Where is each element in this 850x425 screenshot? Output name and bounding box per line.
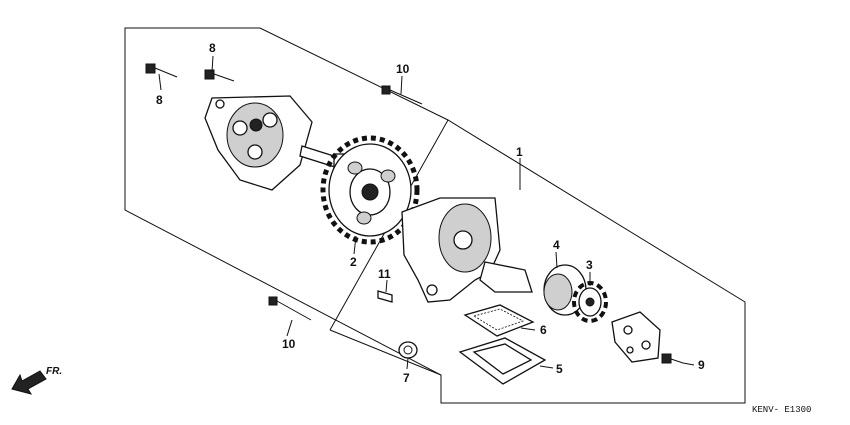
callout-bolt-10-top: 10 <box>396 62 410 76</box>
front-direction-indicator: FR. <box>11 366 62 395</box>
assembly-boundary-outline <box>124 27 746 404</box>
front-direction-label: FR. <box>46 366 62 377</box>
rotor-cover-plate <box>611 311 661 363</box>
pump-cover <box>204 95 313 191</box>
callout-bolt-8-left: 8 <box>156 93 163 107</box>
callout-bolt-10-bottom: 10 <box>282 337 296 351</box>
driven-gear <box>320 135 420 245</box>
callout-outer-rotor: 4 <box>553 238 560 252</box>
sealing-washer <box>398 341 418 359</box>
callout-bolt-8-right: 8 <box>209 41 216 55</box>
callout-pump-assembly: 1 <box>516 145 523 159</box>
callout-driven-gear: 2 <box>350 255 357 269</box>
front-arrow-icon <box>11 370 47 395</box>
drawing-code: KENV- E1300 <box>752 405 811 415</box>
callout-dowel-pin: 11 <box>378 267 391 281</box>
leader-lines <box>158 55 695 370</box>
callout-sealing-washer: 7 <box>403 371 410 385</box>
callout-oil-strainer: 6 <box>540 323 547 337</box>
bolt-8-right <box>204 69 235 82</box>
dowel-pin <box>377 290 393 303</box>
bolt-8-left <box>145 63 178 78</box>
callout-bolt-9: 9 <box>698 358 705 372</box>
callout-inner-rotor: 3 <box>586 258 593 272</box>
callout-strainer-gasket: 5 <box>556 362 563 376</box>
bolt-9 <box>661 353 684 364</box>
inner-rotor <box>572 281 608 323</box>
bolt-10-top <box>381 85 423 105</box>
pump-body <box>401 197 533 303</box>
oil-strainer <box>463 304 535 337</box>
strainer-gasket <box>458 337 547 385</box>
bolt-10-bottom <box>268 296 312 321</box>
lower-divider-line <box>329 329 442 376</box>
